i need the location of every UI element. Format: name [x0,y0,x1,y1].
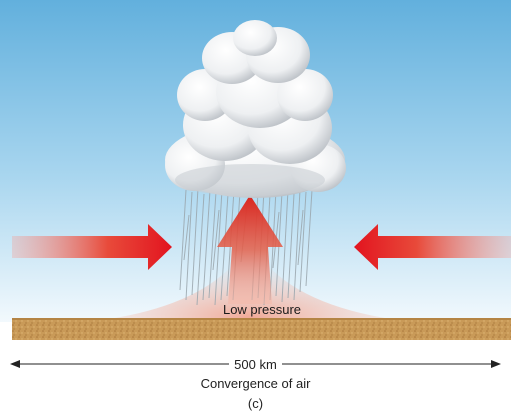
panel-label: (c) [247,396,264,411]
arrow-left-icon [354,224,511,270]
caption-title: Convergence of air [200,376,311,391]
scale-arrowhead-right [491,360,501,368]
arrow-up-icon [217,195,283,304]
low-pressure-label: Low pressure [223,302,301,317]
scale-arrowhead-left [10,360,20,368]
scale-label: 500 km [0,357,511,372]
ground-strip [12,318,511,340]
arrow-right-icon [12,224,172,270]
scale-text: 500 km [229,357,282,372]
cloud-icon [165,20,346,198]
